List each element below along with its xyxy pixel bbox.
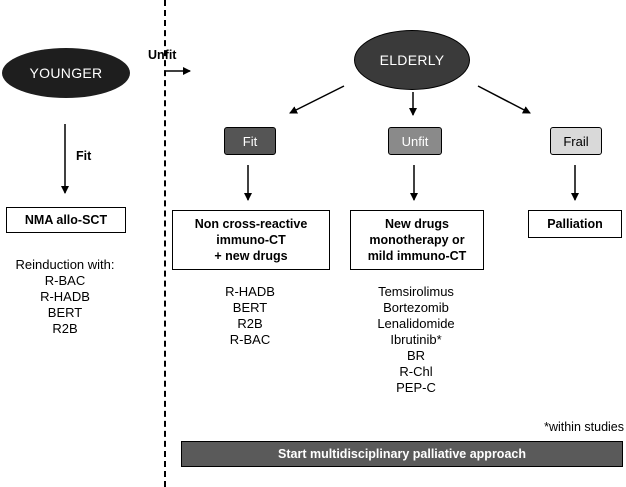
non-cross-reactive-box: Non cross-reactive immuno-CT + new drugs [172,210,330,270]
new-drugs-box: New drugs monotherapy or mild immuno-CT [350,210,484,270]
reinduction-list: Reinduction with: R-BAC R-HADB BERT R2B [0,257,130,337]
unfit-arrow-label: Unfit [148,48,177,62]
unfit-regimen-list: Temsirolimus Bortezomib Lenalidomide Ibr… [356,284,476,396]
arrow-elderly-to-frail [477,85,531,114]
elderly-node: ELDERLY [354,30,470,90]
arrow-elderly-to-fit [289,85,345,114]
studies-footnote: *within studies [544,420,624,434]
list-item: Temsirolimus [378,284,454,299]
list-item: R-Chl [399,364,433,379]
frail-category: Frail [550,127,602,155]
fit-arrow-label: Fit [76,149,92,163]
list-item: Reinduction with: [15,257,115,272]
list-item: BR [406,348,426,363]
list-item: BERT [47,305,83,320]
list-item: Bortezomib [383,300,449,315]
younger-node: YOUNGER [2,48,130,98]
dashed-divider [164,0,166,487]
list-item: BERT [232,300,268,315]
list-item: R2B [237,316,263,331]
palliation-box: Palliation [528,210,622,238]
palliative-approach-bar: Start multidisciplinary palliative appro… [181,441,623,467]
list-item: R2B [52,321,78,336]
list-item: R-BAC [44,273,86,288]
nma-allo-sct-box: NMA allo-SCT [6,207,126,233]
list-item: PEP-C [396,380,436,395]
fit-category: Fit [224,127,276,155]
fit-regimen-list: R-HADB BERT R2B R-BAC [200,284,300,348]
list-item: R-HADB [225,284,275,299]
unfit-category: Unfit [388,127,442,155]
list-item: R-HADB [40,289,90,304]
list-item: R-BAC [229,332,271,347]
list-item: Ibrutinib* [390,332,442,347]
list-item: Lenalidomide [377,316,455,331]
